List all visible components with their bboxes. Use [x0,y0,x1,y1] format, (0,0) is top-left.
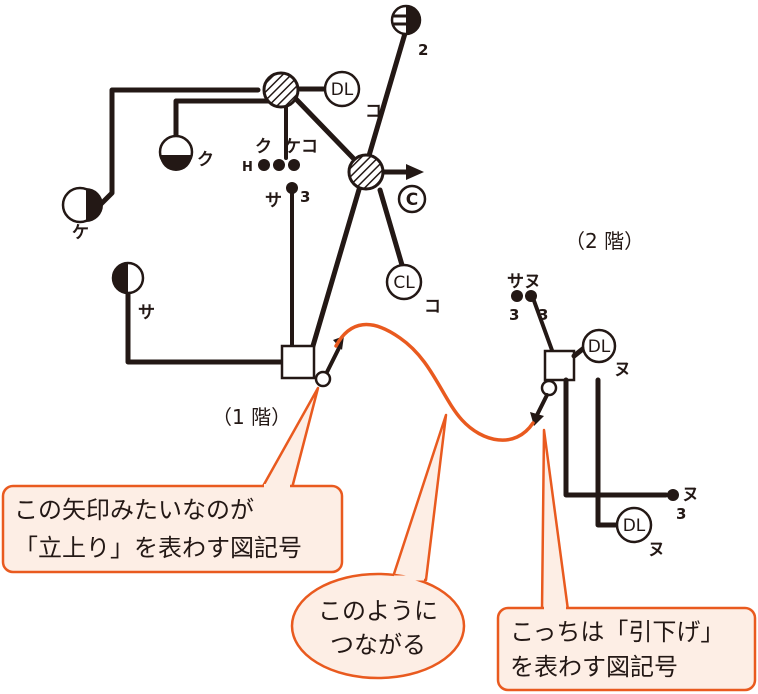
ceiling-lamp-ku-icon [158,134,194,171]
connection-curve [334,322,535,442]
first-floor-wiring [97,27,413,365]
svg-text:3: 3 [509,306,519,324]
svg-text:ケ: ケ [72,223,89,243]
wall-lamp-ke-icon [61,186,103,224]
riser-box-first-floor [280,344,316,380]
outlet-top-right-icon [390,4,422,36]
svg-text:（1 階）: （1 階） [212,405,291,429]
svg-text:DL: DL [588,337,611,357]
switch-dot-a-icon [511,290,523,302]
svg-text:DL: DL [623,516,646,536]
downlight-icon [323,70,361,108]
svg-text:DL: DL [331,80,354,100]
c-mark-icon [397,184,427,214]
svg-text:こっちは「引下げ」: こっちは「引下げ」 [510,618,724,646]
svg-text:3: 3 [538,306,548,324]
svg-text:コ: コ [365,102,382,122]
svg-text:コ: コ [424,297,441,317]
junction-box-mid [347,153,385,191]
svg-text:サ: サ [265,191,282,211]
first-floor-symbols: DL コ 2 ク ケ サ ク ケコ H [61,4,441,429]
drop-symbol-icon [540,379,558,397]
junction-box-top [262,71,300,109]
downlight-second-icon [581,328,617,364]
svg-text:サヌ: サヌ [507,272,541,292]
switch-dots-icon [258,159,300,171]
svg-text:ケコ: ケコ [284,137,318,157]
svg-text:2: 2 [418,41,428,59]
svg-text:サ: サ [138,303,155,323]
svg-text:ク: ク [255,137,272,157]
ceiling-light-cl-icon [385,263,423,301]
callout-connect: このように つながる [290,413,466,680]
svg-text:3: 3 [300,188,310,206]
svg-text:ヌ: ヌ [648,540,665,560]
svg-text:この矢印みたいなのが: この矢印みたいなのが [14,496,254,524]
rise-symbol-icon [314,370,332,388]
svg-text:C: C [406,190,418,210]
callout-rise: この矢印みたいなのが 「立上り」を表わす図記号 [1,386,344,574]
svg-text:CL: CL [393,273,415,293]
svg-text:ヌ: ヌ [682,485,699,505]
second-floor-wiring: （2 階） サヌ 3 3 DL ヌ ヌ 3 DL ヌ [507,229,699,560]
riser-box-second-floor [543,349,576,382]
svg-text:を表わす図記号: を表わす図記号 [510,653,678,681]
svg-text:このように: このように [318,597,438,625]
switch-sa3-icon [286,182,298,194]
arrow-head-icon [406,164,424,180]
svg-text:ク: ク [197,150,214,170]
svg-text:ヌ: ヌ [614,360,631,380]
callout-drop: こっちは「引下げ」 を表わす図記号 [496,428,757,692]
switch-right-icon [667,489,679,501]
svg-text:（2 階）: （2 階） [565,229,644,253]
svg-text:H: H [242,160,253,175]
downlight-bottom-icon [615,506,653,544]
svg-text:つながる: つながる [330,631,426,659]
svg-text:3: 3 [676,505,686,523]
wall-lamp-sa-icon [111,261,145,295]
svg-text:「立上り」を表わす図記号: 「立上り」を表わす図記号 [14,534,302,562]
